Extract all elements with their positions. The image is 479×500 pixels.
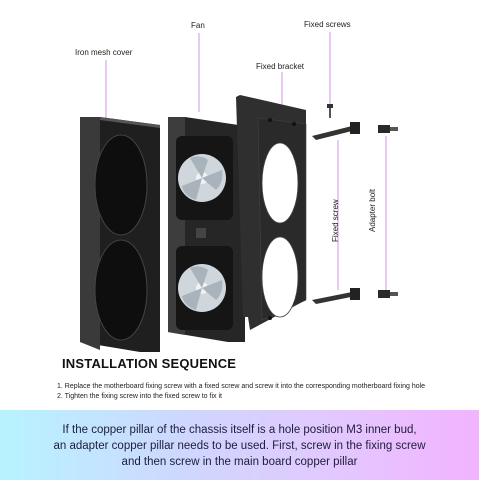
iron-mesh-cover-part	[80, 117, 160, 352]
label-fixed-screw: Fixed screw	[331, 199, 340, 242]
fixed-screw-bottom	[312, 288, 360, 304]
parts-illustration	[80, 32, 398, 352]
label-fan: Fan	[191, 21, 205, 30]
label-iron-mesh-cover: Iron mesh cover	[75, 48, 133, 57]
note-banner: If the copper pillar of the chassis itse…	[0, 410, 479, 480]
label-fixed-screws: Fixed screws	[304, 20, 351, 29]
top-screw-part	[327, 104, 333, 118]
step-2: 2. Tighten the fixing screw into the fix…	[57, 393, 222, 400]
section-title: INSTALLATION SEQUENCE	[62, 356, 237, 371]
adapter-bolt-top	[378, 125, 398, 133]
note-text: If the copper pillar of the chassis itse…	[0, 422, 479, 470]
note-line-1: If the copper pillar of the chassis itse…	[62, 424, 417, 436]
adapter-bolt-bottom	[378, 290, 398, 298]
label-adapter-bolt: Adapter bolt	[368, 188, 377, 232]
fan-part	[168, 117, 245, 342]
note-line-2: an adapter copper pillar needs to be use…	[53, 440, 426, 452]
step-1: 1. Replace the motherboard fixing screw …	[57, 383, 426, 390]
fixed-bracket-part	[236, 95, 307, 330]
fixed-screw-top	[312, 122, 360, 140]
note-line-3: and then screw in the main board copper …	[121, 456, 358, 468]
installation-steps: 1. Replace the motherboard fixing screw …	[57, 382, 425, 402]
label-fixed-bracket: Fixed bracket	[256, 62, 305, 71]
